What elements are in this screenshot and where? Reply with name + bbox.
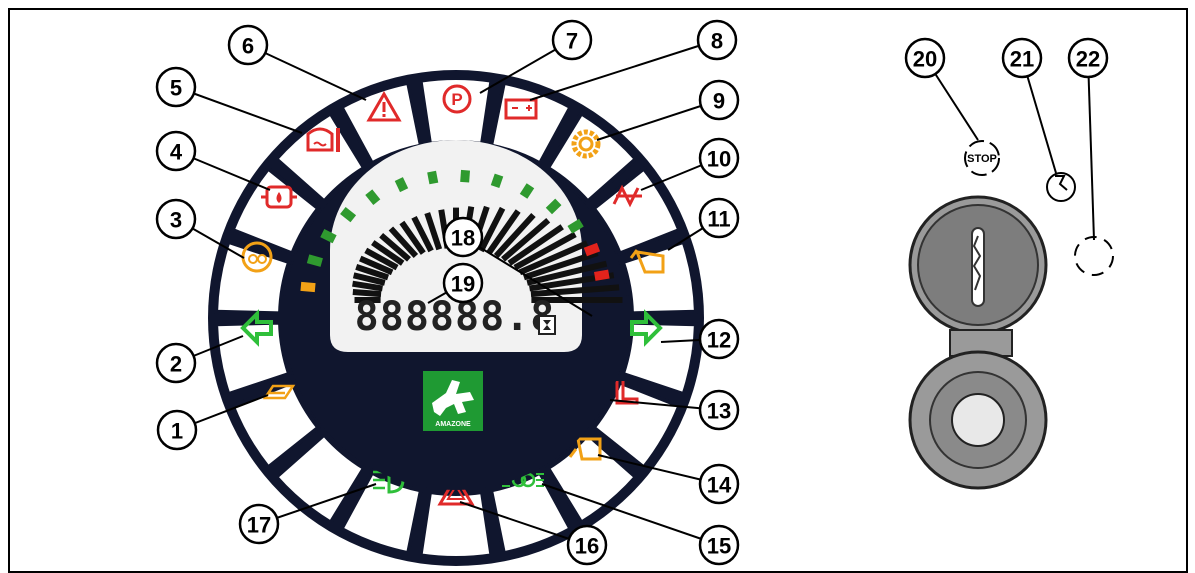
callout-22: 22 bbox=[1069, 39, 1107, 77]
callout-19: 19 bbox=[444, 264, 482, 302]
logo-brand: AMAZONE bbox=[435, 421, 471, 428]
callout-number: 11 bbox=[707, 207, 730, 232]
arc-mark bbox=[495, 175, 499, 187]
leader-line bbox=[1088, 58, 1094, 240]
svg-text:P: P bbox=[451, 90, 462, 109]
hourglass-icon bbox=[539, 316, 555, 334]
arc-mark bbox=[524, 186, 531, 197]
callout-number: 20 bbox=[913, 47, 937, 72]
callout-17: 17 bbox=[240, 505, 278, 543]
callout-number: 13 bbox=[707, 399, 731, 424]
arc-mark bbox=[322, 233, 334, 239]
callout-number: 16 bbox=[575, 534, 599, 559]
callout-3: 3 bbox=[157, 200, 195, 238]
arc-mark bbox=[399, 179, 404, 190]
callout-number: 14 bbox=[707, 473, 732, 498]
callout-number: 8 bbox=[711, 29, 723, 54]
callout-number: 1 bbox=[171, 419, 183, 444]
callout-number: 5 bbox=[170, 76, 182, 101]
callout-2: 2 bbox=[157, 344, 195, 382]
callout-20: 20 bbox=[906, 39, 944, 77]
callout-4: 4 bbox=[157, 132, 195, 170]
callout-16: 16 bbox=[568, 526, 606, 564]
callout-7: 7 bbox=[553, 21, 591, 59]
arc-mark bbox=[301, 286, 315, 287]
callout-number: 4 bbox=[170, 140, 183, 165]
callout-number: 7 bbox=[566, 29, 578, 54]
callout-13: 13 bbox=[700, 391, 738, 429]
callout-number: 19 bbox=[451, 272, 475, 297]
callout-number: 17 bbox=[247, 513, 271, 538]
callout-10: 10 bbox=[700, 139, 738, 177]
callout-number: 10 bbox=[707, 147, 731, 172]
ring-segment bbox=[421, 492, 492, 558]
arc-mark bbox=[432, 172, 434, 184]
arc-mark bbox=[585, 247, 598, 252]
ignition-key-switch[interactable] bbox=[910, 197, 1046, 488]
arc-mark bbox=[570, 223, 582, 230]
callout-6: 6 bbox=[229, 26, 267, 64]
callout-8: 8 bbox=[698, 21, 736, 59]
callout-number: 21 bbox=[1010, 47, 1034, 72]
key-position-symbol bbox=[1075, 237, 1113, 275]
callout-number: 12 bbox=[707, 328, 731, 353]
callout-15: 15 bbox=[700, 526, 738, 564]
callout-number: 9 bbox=[713, 89, 725, 114]
callout-12: 12 bbox=[700, 320, 738, 358]
callout-21: 21 bbox=[1003, 39, 1041, 77]
stop-label: STOP bbox=[967, 153, 997, 165]
arc-mark bbox=[595, 274, 609, 276]
preheat-symbol bbox=[1047, 173, 1075, 201]
callout-1: 1 bbox=[158, 411, 196, 449]
callout-14: 14 bbox=[700, 465, 738, 503]
callout-9: 9 bbox=[700, 81, 738, 119]
callout-5: 5 bbox=[157, 68, 195, 106]
arc-mark bbox=[465, 170, 466, 182]
callout-number: 2 bbox=[170, 352, 182, 377]
arc-mark bbox=[369, 192, 377, 202]
callout-number: 15 bbox=[707, 534, 731, 559]
callout-11: 11 bbox=[700, 199, 738, 237]
callout-number: 3 bbox=[170, 208, 182, 233]
callout-18: 18 bbox=[444, 218, 482, 256]
stop-symbol: STOP bbox=[965, 141, 999, 175]
callout-number: 18 bbox=[451, 226, 475, 251]
callout-number: 22 bbox=[1076, 47, 1100, 72]
arc-mark bbox=[308, 259, 322, 263]
callout-number: 6 bbox=[242, 34, 254, 59]
